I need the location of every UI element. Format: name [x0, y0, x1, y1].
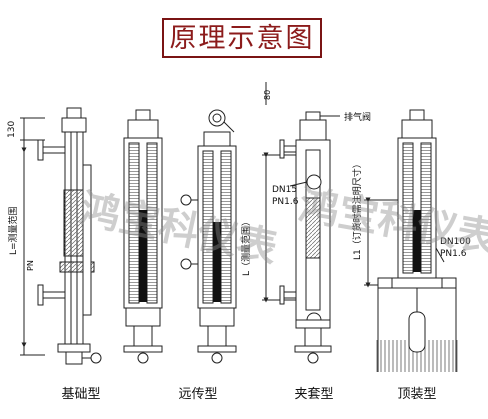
dim-jacket-80: 80 [263, 90, 272, 100]
caption-remote: 远传型 [178, 387, 217, 402]
page-title: 原理示意图 [169, 22, 315, 54]
dim-range-top: L1（订货时需注明尺寸） [351, 159, 363, 260]
pn-label-basic: PN [26, 260, 35, 271]
dim-range-basic: L=测量范围 [7, 206, 19, 255]
pn16-label-a: PN1.6 [272, 197, 299, 207]
watermark-left: 鸿宝科仪表 [76, 186, 281, 273]
dn100-label: DN100 [440, 237, 471, 247]
variant-remote-column [123, 109, 163, 364]
title-box: 原理示意图 [162, 18, 322, 58]
pn16-label-b: PN1.6 [440, 249, 467, 259]
variant-remote [180, 109, 237, 364]
caption-jacket: 夹套型 [294, 386, 333, 402]
dim-range-jacket: L（测量范围） [240, 217, 252, 276]
dn15-label: DN15 [272, 185, 297, 195]
variant-top [364, 109, 460, 372]
dim-top-130: 130 [7, 121, 17, 138]
variant-jacket [262, 82, 340, 364]
caption-basic: 基础型 [61, 387, 100, 402]
caption-top: 顶装型 [397, 387, 436, 402]
vent-valve-label: 排气阀 [344, 111, 371, 123]
variant-basic [20, 107, 102, 365]
